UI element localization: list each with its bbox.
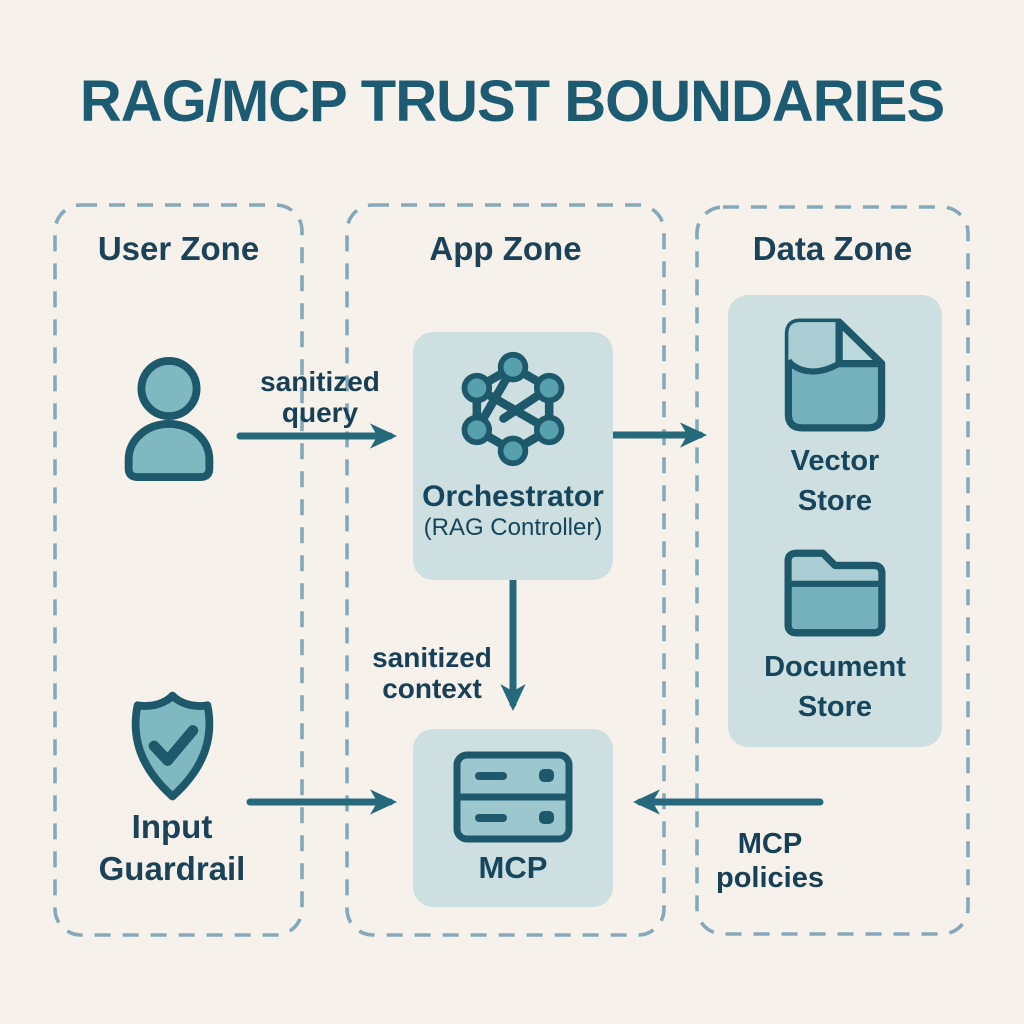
diagram-title: RAG/MCP TRUST BOUNDARIES — [79, 69, 945, 134]
orchestrator-node: Orchestrator (RAG Controller) — [413, 332, 613, 580]
network-mesh-icon — [461, 351, 565, 467]
data-zone-boundary — [695, 205, 970, 936]
user-zone-label: User Zone — [97, 230, 260, 267]
orchestrator-title: Orchestrator — [422, 480, 604, 513]
orchestrator-subtitle: (RAG Controller) — [423, 514, 603, 541]
sanitized-context-label: sanitized context — [372, 642, 492, 704]
app-zone-boundary — [345, 203, 666, 937]
shield-check-icon — [131, 691, 214, 801]
document-store-label: Document Store — [764, 651, 906, 723]
vector-store-label: Vector Store — [790, 445, 880, 517]
input-guardrail-label: Input Guardrail — [98, 808, 246, 887]
folder-icon — [784, 549, 886, 637]
data-zone-label: Data Zone — [752, 230, 913, 267]
mcp-policies-label: MCP policies — [716, 828, 824, 894]
data-stores-panel: Vector Store Document Store — [728, 295, 942, 747]
app-zone-label: App Zone — [429, 230, 582, 267]
mcp-label: MCP — [478, 850, 548, 885]
person-icon — [124, 356, 214, 482]
document-page-icon — [784, 318, 886, 432]
mcp-node: MCP — [413, 729, 613, 907]
user-zone-boundary — [53, 203, 304, 937]
sanitized-query-label: sanitized query — [260, 366, 380, 428]
server-icon — [453, 751, 573, 843]
